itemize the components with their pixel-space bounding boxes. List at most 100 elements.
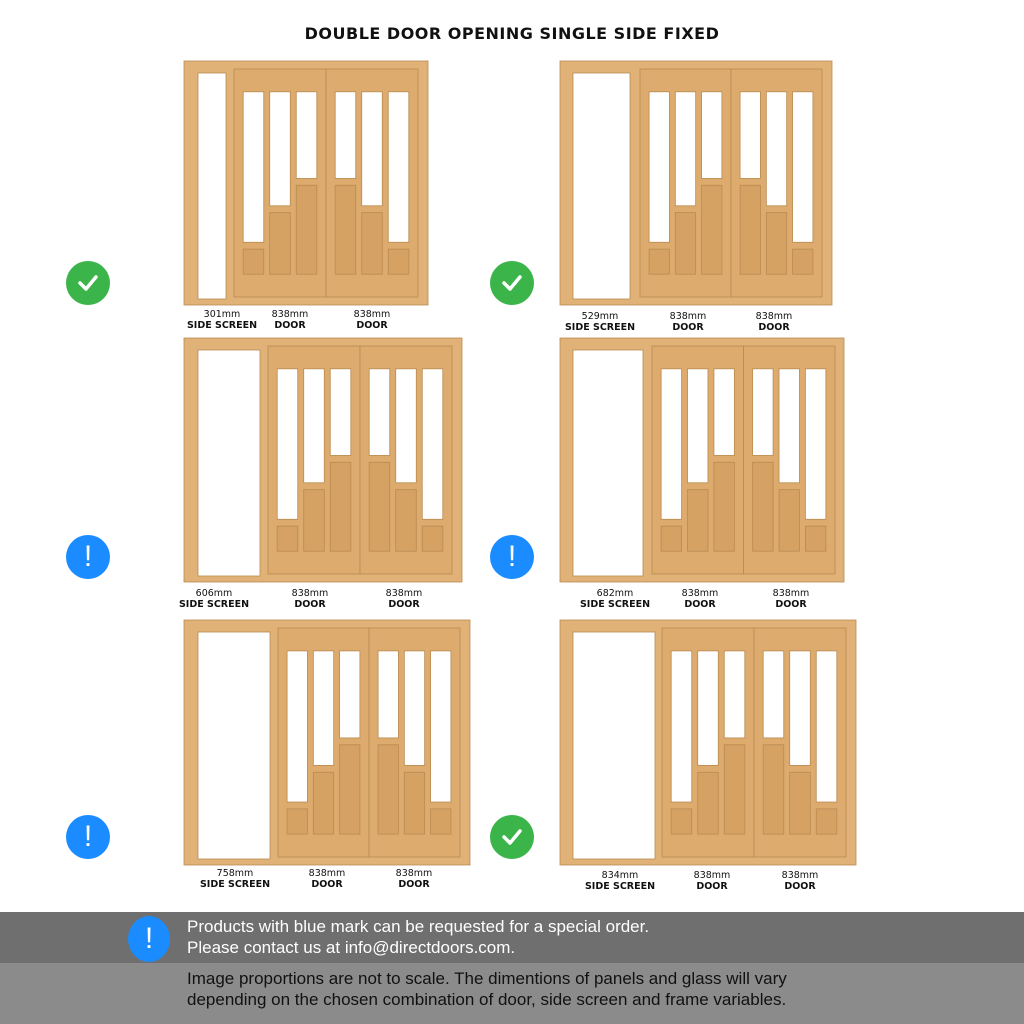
wood-panel [334, 184, 357, 275]
glass-pane [303, 368, 325, 484]
special-order-band [0, 912, 1024, 963]
dimension-value: 838mm [308, 868, 346, 879]
exclamation-icon: ! [66, 815, 110, 859]
wood-panel [723, 744, 746, 835]
dimension-label: DOOR [758, 322, 790, 333]
wood-panel [242, 248, 265, 275]
dimension-value: 758mm [216, 868, 254, 879]
glass-pane [792, 91, 814, 243]
dimension-label: SIDE SCREEN [178, 599, 250, 610]
glass-pane [778, 368, 800, 484]
special-order-contact: Please contact us at info@directdoors.co… [187, 938, 516, 957]
glass-pane [430, 650, 452, 803]
glass-pane [286, 650, 308, 803]
dimension-label: DOOR [274, 320, 306, 331]
check-icon [66, 261, 110, 305]
glass-pane [276, 368, 299, 520]
wood-panel [687, 489, 709, 552]
special-order-note: Products with blue mark can be requested… [187, 916, 649, 958]
wood-panel [660, 525, 682, 552]
glass-pane [670, 650, 693, 803]
wood-panel [697, 771, 719, 835]
glass-pane [312, 650, 335, 766]
dimension-label: SIDE SCREEN [579, 599, 651, 610]
wood-panel [674, 212, 697, 275]
glass-pane [701, 91, 723, 179]
side-screen-glass [572, 349, 644, 577]
dimension-label: DOOR [784, 881, 816, 892]
wood-panel [778, 489, 800, 552]
check-icon [490, 815, 534, 859]
dimension-value: 838mm [693, 870, 731, 881]
dimension-value: 834mm [601, 870, 639, 881]
glass-pane [765, 91, 788, 207]
glass-pane [368, 368, 391, 456]
dimension-value: 838mm [291, 588, 329, 599]
dimension-value: 838mm [385, 588, 423, 599]
glass-pane [723, 650, 746, 739]
wood-panel [762, 744, 785, 835]
glass-pane [739, 91, 761, 179]
disclaimer-line2: depending on the chosen combination of d… [187, 990, 787, 1009]
glass-pane [242, 91, 265, 243]
wood-panel [739, 184, 761, 275]
glass-pane [387, 91, 410, 243]
side-screen-glass [197, 72, 227, 300]
exclamation-icon: ! [66, 535, 110, 579]
wood-panel [648, 248, 670, 275]
dimension-label: DOOR [684, 599, 716, 610]
glass-pane [269, 91, 291, 207]
glass-pane [752, 368, 774, 456]
dimension-label: DOOR [388, 599, 420, 610]
wood-panel [295, 184, 318, 275]
wood-panel [765, 212, 788, 275]
wood-panel [670, 808, 693, 835]
glass-pane [697, 650, 719, 766]
wood-panel [403, 771, 426, 835]
dimension-label: SIDE SCREEN [564, 322, 636, 333]
wood-panel [789, 771, 811, 835]
wood-panel [377, 744, 399, 835]
disclaimer-note: Image proportions are not to scale. The … [187, 968, 787, 1010]
wood-panel [387, 248, 410, 275]
exclamation-icon: ! [128, 916, 170, 962]
dimension-value: 301mm [203, 309, 241, 320]
wood-panel [815, 808, 838, 835]
side-screen-glass [572, 631, 656, 860]
dimension-label: SIDE SCREEN [199, 879, 271, 890]
wood-panel [361, 212, 383, 275]
dimension-label: DOOR [311, 879, 343, 890]
glass-pane [334, 91, 357, 179]
glass-pane [377, 650, 399, 739]
dimension-value: 838mm [772, 588, 810, 599]
glass-pane [762, 650, 785, 739]
wood-panel [701, 184, 723, 275]
dimension-value: 838mm [395, 868, 433, 879]
wood-panel [269, 212, 291, 275]
glass-pane [660, 368, 682, 520]
glass-pane [815, 650, 838, 803]
wood-panel [395, 489, 417, 552]
exclamation-icon: ! [490, 535, 534, 579]
side-screen-glass [572, 72, 631, 300]
wood-panel [339, 744, 361, 835]
wood-panel [421, 525, 444, 552]
dimension-value: 838mm [353, 309, 391, 320]
glass-pane [295, 91, 318, 179]
dimension-value: 838mm [755, 311, 793, 322]
glass-pane [329, 368, 352, 456]
dimension-value: 529mm [581, 311, 619, 322]
wood-panel [805, 525, 827, 552]
